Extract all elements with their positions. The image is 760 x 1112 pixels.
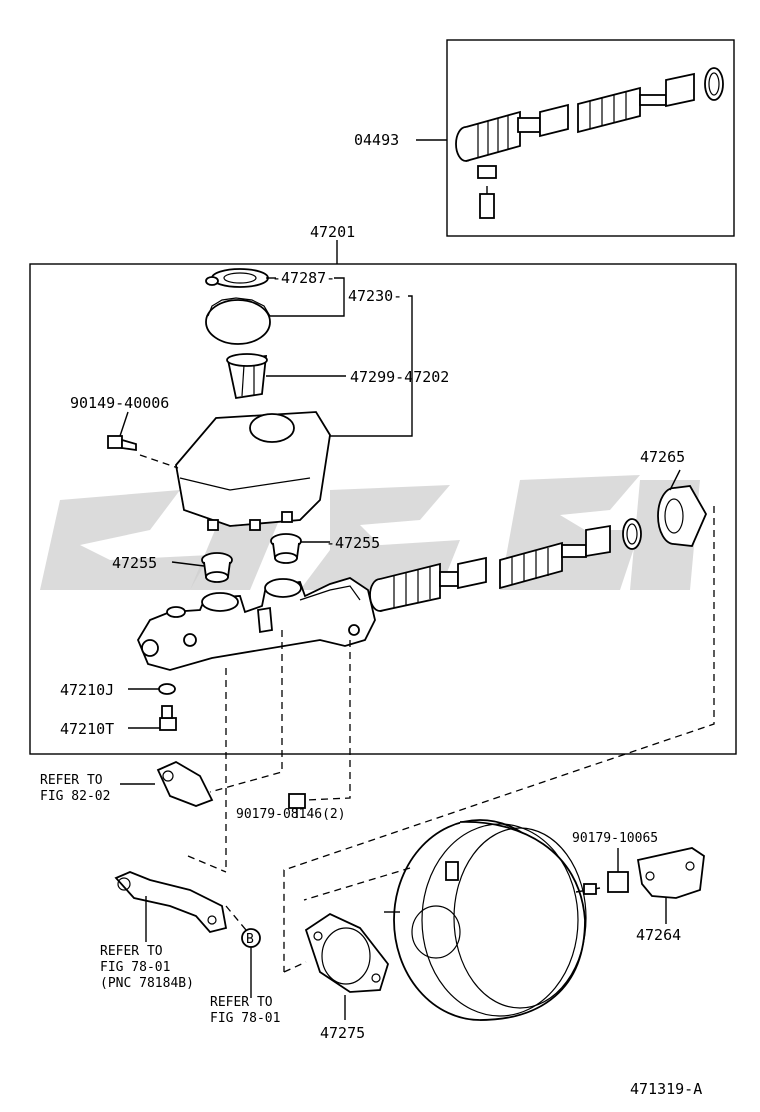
gasket-47275 (304, 912, 389, 1020)
label-47255-left: 47255 (112, 554, 157, 572)
callout-b (241, 928, 261, 998)
reservoir-strainer (226, 353, 268, 400)
kit-box-04493 (416, 39, 735, 237)
label-fig-82-02: FIG 82-02 (40, 789, 110, 804)
brake-booster (384, 819, 601, 1021)
label-refer-to-3: REFER TO (210, 995, 273, 1010)
bolt-90149 (107, 435, 179, 469)
dashed-alignment-lines (187, 506, 715, 973)
master-cylinder-body (136, 577, 376, 671)
part-labels: 04493 47201 -47287- 47230- 47299-47202 9… (40, 131, 702, 1098)
nut-90179-10065 (607, 848, 629, 893)
label-04493: 04493 (354, 131, 399, 149)
label-90179-08146: 90179-08146(2) (236, 807, 346, 822)
label-47264: 47264 (636, 926, 681, 944)
label-47287: -47287- (272, 269, 335, 287)
bracket-fig-82-02 (120, 760, 214, 807)
reservoir-tank (175, 411, 331, 531)
label-47210t: 47210T (60, 720, 114, 738)
grommet-47255-left (201, 552, 233, 583)
seal-47265 (657, 469, 708, 547)
label-refer-to-2: REFER TO (100, 944, 163, 959)
figure-number: 471319-A (630, 1080, 702, 1098)
label-90149-40006: 90149-40006 (70, 394, 169, 412)
leader-lines (119, 277, 413, 567)
label-47255-right: -47255 (326, 534, 380, 552)
reservoir-cap (205, 268, 271, 345)
label-refer-to-1: REFER TO (40, 773, 103, 788)
label-fig-78-01-a: FIG 78-01 (100, 960, 170, 975)
union-bolt-47210t (128, 705, 177, 731)
gasket-47210j (128, 683, 176, 695)
label-47299-47202: 47299-47202 (350, 368, 449, 386)
nut-90179-08146 (288, 793, 306, 818)
label-90179-10065: 90179-10065 (572, 831, 658, 846)
primary-secondary-pistons (369, 518, 642, 612)
grommet-47255-right (270, 533, 302, 564)
label-pnc-78184b: (PNC 78184B) (100, 976, 194, 991)
label-callout-b: B (246, 932, 254, 947)
bracket-47264 (636, 847, 705, 924)
assembly-box-47201 (29, 240, 737, 755)
label-47265: 47265 (640, 448, 685, 466)
lever-fig-78-01 (114, 871, 228, 942)
label-47210j: 47210J (60, 681, 114, 699)
label-47275: 47275 (320, 1024, 365, 1042)
label-47201: 47201 (310, 223, 355, 241)
label-47230: 47230- (348, 287, 402, 305)
label-fig-78-01-b: FIG 78-01 (210, 1011, 280, 1026)
